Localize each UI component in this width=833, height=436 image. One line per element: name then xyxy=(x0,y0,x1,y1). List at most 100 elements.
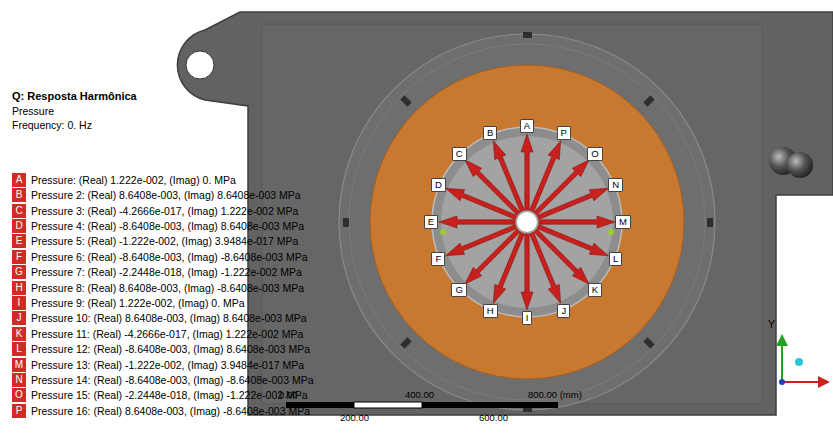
bolt-hole xyxy=(186,51,214,79)
legend-item: B Pressure 2: (Real) 8.6408e-003, (Imag) … xyxy=(12,185,301,200)
callout-letter: C xyxy=(456,148,463,159)
load-letter: L xyxy=(12,342,26,356)
load-value: Pressure: (Real) 1.222e-002, (Imag) 0. M… xyxy=(31,174,236,186)
pressure-arrow xyxy=(537,225,608,256)
pressure-arrow xyxy=(493,232,524,303)
ring-edge xyxy=(349,44,705,400)
pressure-arrow xyxy=(521,234,533,310)
pressure-arrow xyxy=(446,188,517,219)
callout-tag: A xyxy=(520,119,534,133)
callout-letter: H xyxy=(487,305,494,316)
load-letter: O xyxy=(12,388,26,402)
callout-letter: O xyxy=(591,148,598,159)
callout-tag: P xyxy=(557,126,571,140)
scale-value: 200.00 xyxy=(340,412,369,423)
legend-item: JPressure 10: (Real) 8.6408e-003, (Imag)… xyxy=(12,309,307,324)
callout-letter: M xyxy=(619,216,627,227)
load-value: Pressure 9: (Real) 1.222e-002, (Imag) 0.… xyxy=(31,297,245,309)
load-value: Pressure 15: (Real) -2.2448e-018, (Imag)… xyxy=(31,389,308,401)
legend-item: A Pressure: (Real) 1.222e-002, (Imag) 0. … xyxy=(12,170,236,185)
axis-triad xyxy=(776,334,830,388)
legend-item: P Pressure 16: (Real) 8.6408e-003, (Imag)… xyxy=(12,401,310,416)
callout-tag: J xyxy=(557,304,570,318)
load-value: Pressure 12: (Real) -8.6408e-003, (Imag)… xyxy=(31,343,310,355)
callout-letter: P xyxy=(561,127,567,138)
result-type: Pressure xyxy=(12,105,54,117)
callout-letter: K xyxy=(592,284,598,295)
callout-letter: D xyxy=(435,179,442,190)
callout-letter: L xyxy=(613,253,618,264)
legend-item: L Pressure 12: (Real) -8.6408e-003, (Imag… xyxy=(12,339,310,354)
callout-letter: F xyxy=(435,253,441,264)
pressure-arrow xyxy=(539,216,615,228)
callout-tag: L xyxy=(609,252,622,266)
frequency-label: Frequency: 0. Hz xyxy=(12,119,92,131)
callout-tag: B xyxy=(483,126,497,140)
callout-tag: K xyxy=(588,283,602,297)
load-letter: G xyxy=(12,265,26,279)
load-value: Pressure 14: (Real) -8.6408e-003, (Imag)… xyxy=(31,374,313,386)
load-letter: N xyxy=(12,373,26,387)
callout-tag: O xyxy=(587,147,602,161)
node-dot xyxy=(608,229,614,235)
load-value: Pressure 8: (Real) 8.6408e-003, (Imag) -… xyxy=(31,282,304,294)
load-letter: C xyxy=(12,204,26,218)
node-dot xyxy=(440,229,446,235)
load-value: Pressure 4: (Real) -8.6408e-003, (Imag) … xyxy=(31,220,304,232)
pressure-arrow xyxy=(439,216,515,228)
load-value: Pressure 11: (Real) -4.2666e-017, (Imag)… xyxy=(31,328,303,340)
callout-tag: I xyxy=(522,311,533,325)
legend-item: O Pressure 15: (Real) -2.2448e-018, (Imag… xyxy=(12,386,308,401)
callout-letter: J xyxy=(561,305,566,316)
callout-tag: M xyxy=(615,215,631,229)
scale-value: 800.00 (mm) xyxy=(528,389,582,400)
callout-tag: G xyxy=(451,283,466,297)
load-letter: P xyxy=(12,404,26,418)
legend-item: MPressure 13: (Real) -1.222e-002, (Imag)… xyxy=(12,355,304,370)
bore-ring xyxy=(432,127,622,317)
load-letter: H xyxy=(12,281,26,295)
callout-letter: E xyxy=(428,216,434,227)
legend-item: G Pressure 7: (Real) -2.2448e-018, (Imag)… xyxy=(12,262,302,277)
callout-tag: E xyxy=(424,215,438,229)
legend-item: F Pressure 6: (Real) -8.6408e-003, (Imag)… xyxy=(12,247,308,262)
legend-item: H Pressure 8: (Real) 8.6408e-003, (Imag) … xyxy=(12,278,304,293)
legend-item: K Pressure 11: (Real) -4.2666e-017, (Imag… xyxy=(12,324,303,339)
callout-tag: H xyxy=(483,304,498,318)
sphere-icon xyxy=(787,152,813,178)
ring-slots xyxy=(343,32,713,412)
callout-tag: C xyxy=(452,147,467,161)
load-value: Pressure 3: (Real) -4.2666e-017, (Imag) … xyxy=(31,205,298,217)
callout-tag: N xyxy=(608,178,623,192)
pressure-arrows xyxy=(439,134,615,310)
legend-item: N Pressure 14: (Real) -8.6408e-003, (Imag… xyxy=(12,370,313,385)
load-letter: D xyxy=(12,219,26,233)
legend-item: C Pressure 3: (Real) -4.2666e-017, (Imag)… xyxy=(12,201,298,216)
load-value: Pressure 10: (Real) 8.6408e-003, (Imag) … xyxy=(31,312,307,324)
load-letter: E xyxy=(12,234,26,248)
callout-letter: A xyxy=(524,120,530,131)
axis-label: Y xyxy=(768,318,775,330)
callout-letter: B xyxy=(487,127,493,138)
callout-tag: D xyxy=(431,178,446,192)
callout-letter: N xyxy=(612,179,619,190)
load-letter: A xyxy=(12,173,26,187)
scale-bar xyxy=(286,402,558,408)
pressure-arrow xyxy=(530,141,561,212)
view-title: Q: Resposta Harmônica xyxy=(12,90,137,102)
load-letter: F xyxy=(12,250,26,264)
center-dot xyxy=(517,212,537,232)
load-value: Pressure 16: (Real) 8.6408e-003, (Imag) … xyxy=(31,405,310,417)
load-value: Pressure 6: (Real) -8.6408e-003, (Imag) … xyxy=(31,251,308,263)
load-letter: K xyxy=(12,327,26,341)
scale-value: 600.00 xyxy=(479,412,508,423)
load-letter: I xyxy=(12,296,26,310)
pressure-arrow xyxy=(521,134,533,210)
load-letter: B xyxy=(12,188,26,202)
load-value: Pressure 2: (Real) 8.6408e-003, (Imag) 8… xyxy=(31,189,301,201)
callout-tag: F xyxy=(431,252,445,266)
scale-value: 400.00 xyxy=(405,389,434,400)
load-value: Pressure 7: (Real) -2.2448e-018, (Imag) … xyxy=(31,266,302,278)
callout-letter: I xyxy=(526,312,529,323)
